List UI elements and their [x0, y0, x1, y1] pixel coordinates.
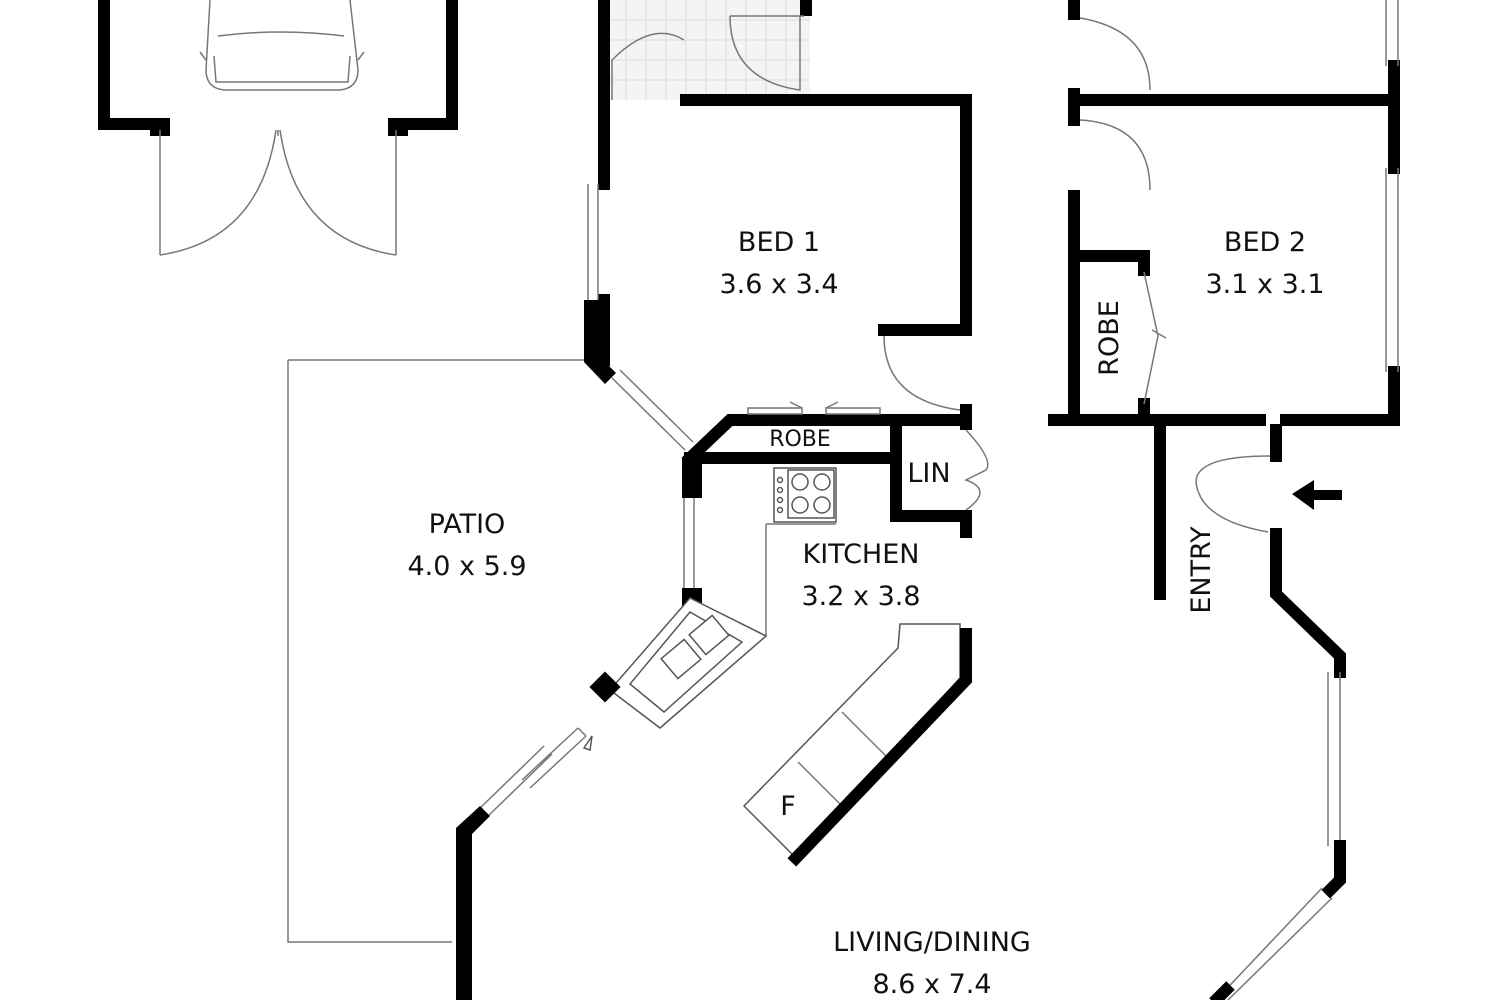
entry-arrow-icon — [1292, 480, 1342, 510]
linen-label: LIN — [907, 458, 950, 489]
living-size: 8.6 x 7.4 — [872, 969, 991, 1000]
bathroom — [598, 0, 812, 106]
bed2-name: BED 2 — [1224, 227, 1306, 258]
kitchen: F KITCHEN 3.2 x 3.8 — [589, 458, 972, 867]
entry: ENTRY — [1154, 420, 1346, 1000]
robe-bed2-label: ROBE — [1094, 300, 1125, 376]
bed1-room: BED 1 3.6 x 3.4 — [584, 94, 972, 451]
bed1-size: 3.6 x 3.4 — [719, 269, 838, 300]
patio-size: 4.0 x 5.9 — [407, 551, 526, 582]
living-name: LIVING/DINING — [833, 927, 1031, 958]
kitchen-name: KITCHEN — [803, 539, 920, 570]
cooktop-icon — [773, 467, 837, 523]
robe-linen-block: ROBE LIN — [681, 401, 989, 538]
hallway — [1068, 0, 1151, 256]
living-dining: LIVING/DINING 8.6 x 7.4 — [456, 727, 1031, 1000]
bed1-name: BED 1 — [738, 227, 820, 258]
sink-icon — [608, 597, 768, 729]
car-icon — [199, 0, 365, 91]
fridge-label: F — [780, 791, 796, 822]
garage — [98, 0, 458, 256]
bed2-room: ROBE BED 2 3.1 x 3.1 — [1048, 0, 1400, 426]
patio-name: PATIO — [429, 509, 506, 540]
robe-bed1-label: ROBE — [769, 427, 831, 452]
patio: PATIO 4.0 x 5.9 — [287, 359, 584, 943]
kitchen-size: 3.2 x 3.8 — [801, 581, 920, 612]
kitchen-island: F — [742, 623, 961, 860]
bed2-size: 3.1 x 3.1 — [1205, 269, 1324, 300]
entry-label: ENTRY — [1186, 526, 1217, 614]
